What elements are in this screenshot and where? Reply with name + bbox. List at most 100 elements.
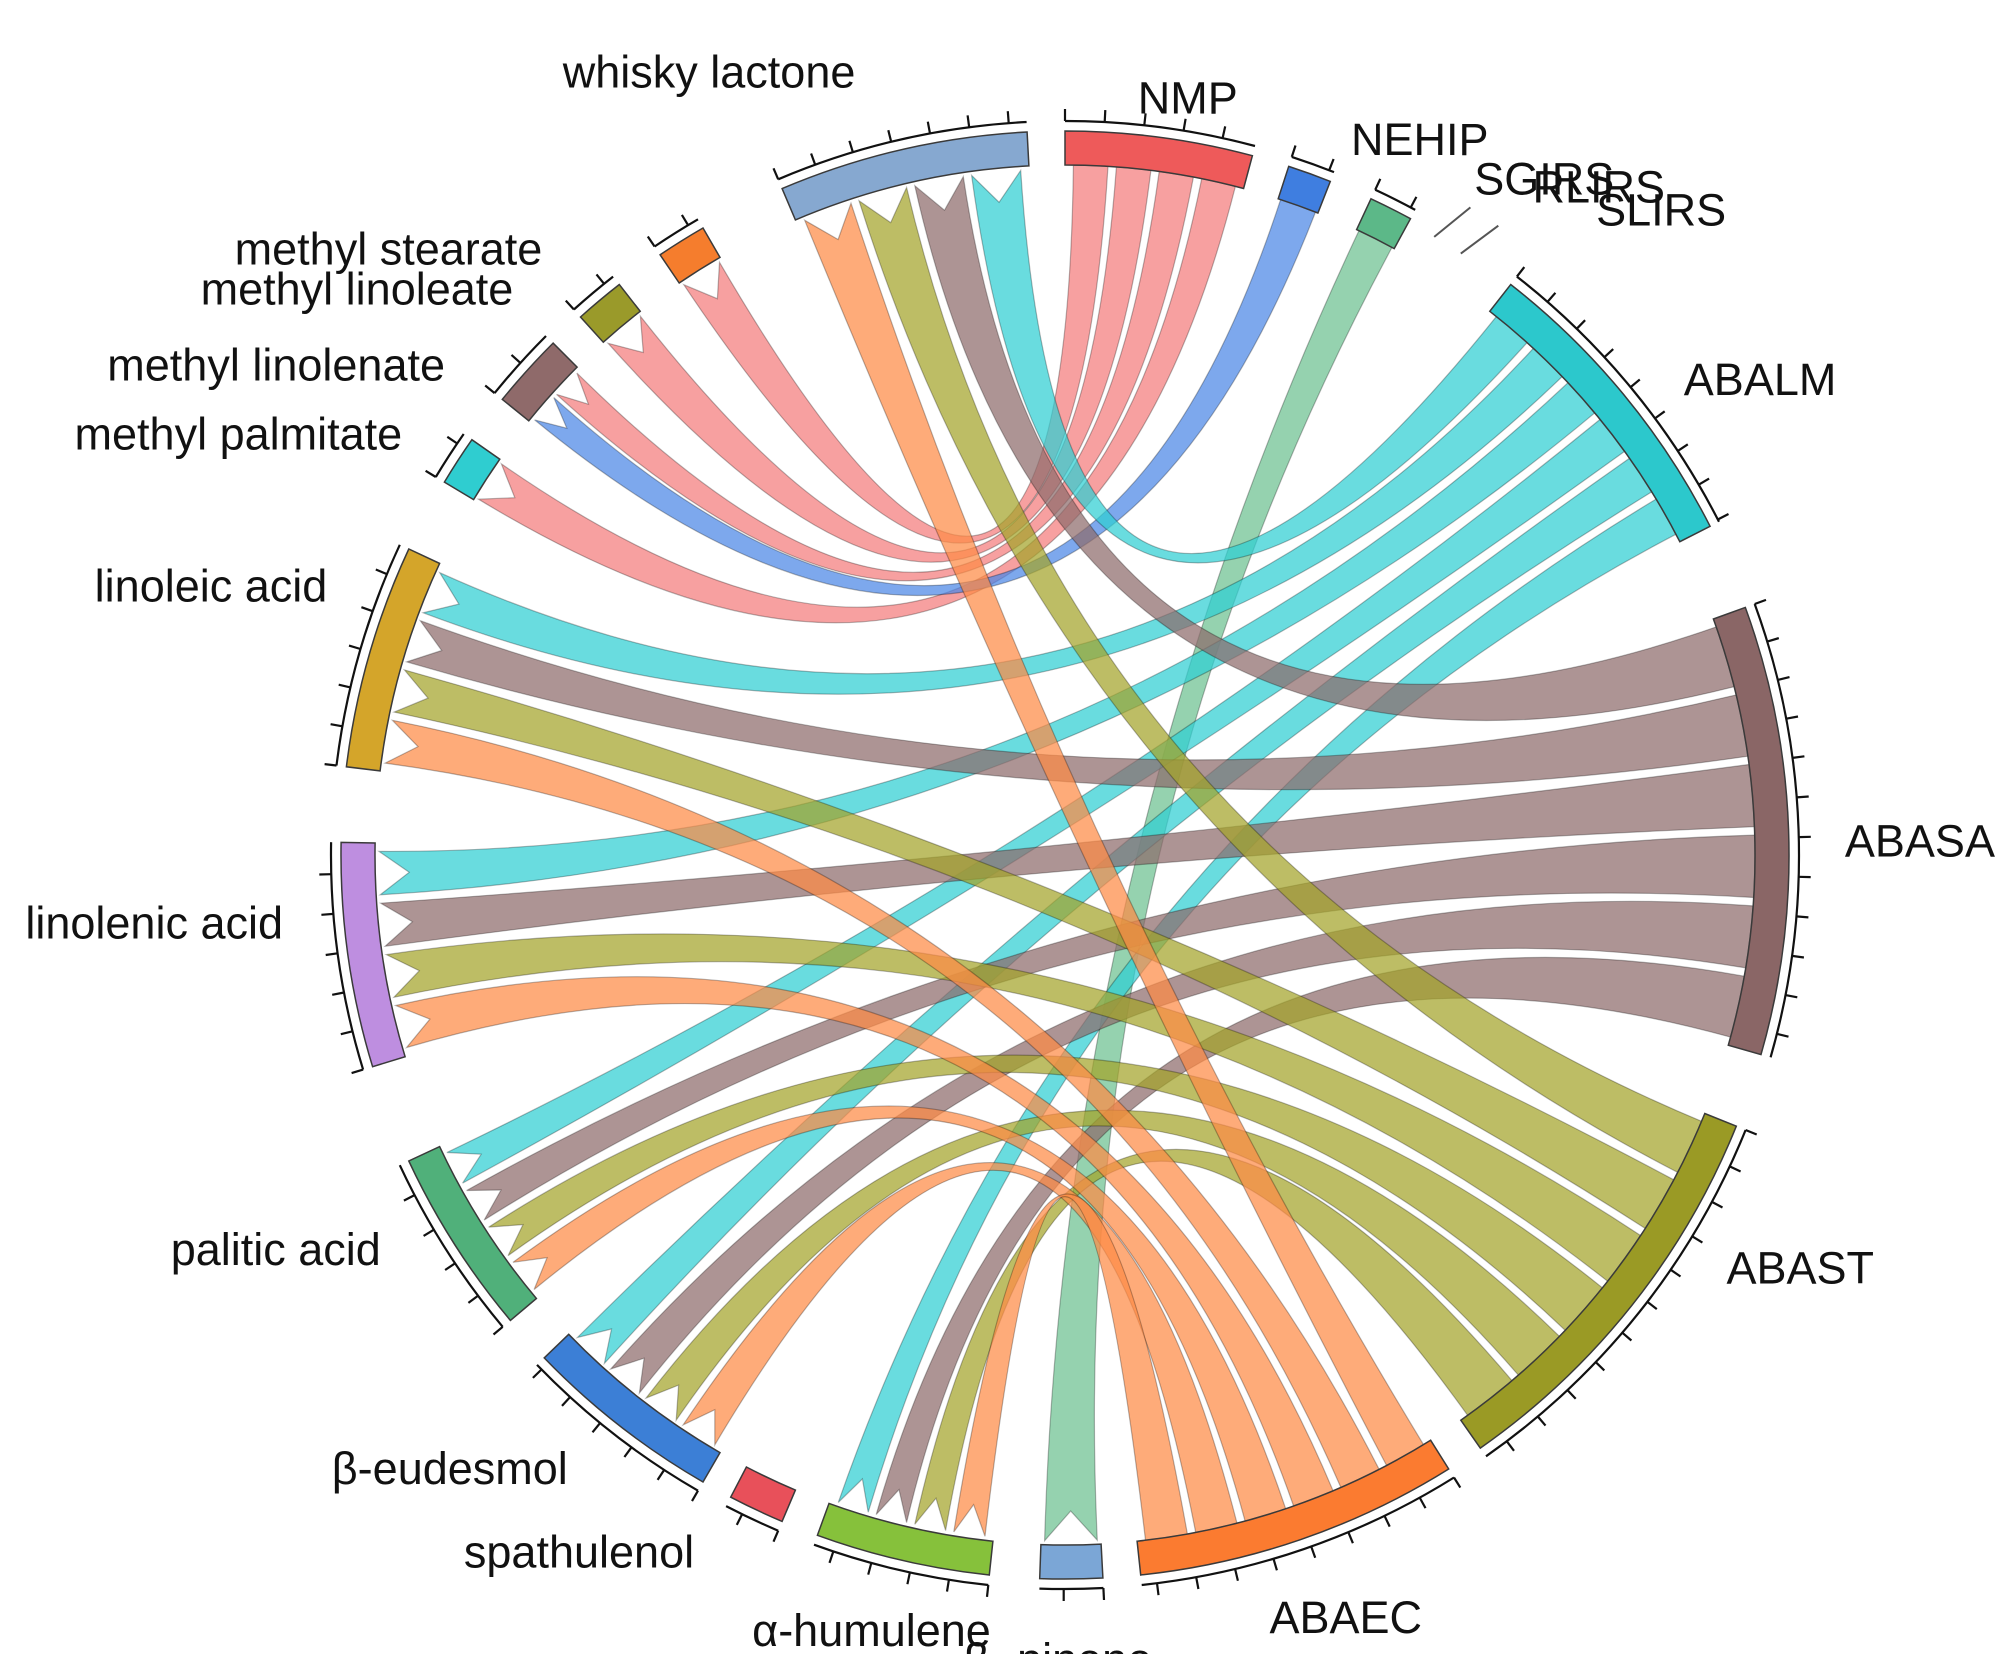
label-linolenic-acid: linolenic acid (25, 897, 283, 948)
label-abast: ABAST (1727, 1242, 1875, 1293)
ribbon-nmp-methyl-stearate (682, 164, 1109, 544)
label-beta-eudesmol: β-eudesmol (332, 1443, 568, 1494)
tick-whisky-lactone (887, 129, 893, 143)
ribbon-abast-linoleic-acid (392, 668, 1675, 1230)
tick-track-methyl-linoleate (573, 275, 614, 311)
tick-sgirs (1374, 178, 1382, 191)
ribbon-abasa-whisky-lactone (913, 174, 1735, 722)
arc-nehip (1277, 165, 1332, 214)
arc-abast (1459, 1112, 1738, 1450)
ribbon-abalm-whisky-lactone (970, 168, 1528, 564)
tick-nehip (1328, 158, 1335, 171)
ribbon-abast-beta-eudesmol (644, 1109, 1561, 1423)
label-methyl-stearate: methyl stearate (235, 223, 543, 274)
arc-spathulenol (729, 1465, 797, 1523)
ribbon-abaec-palitic-acid (512, 1105, 1287, 1522)
tick-track-beta-pinene (1039, 1586, 1104, 1591)
tick-abaec (1347, 1531, 1354, 1544)
tick-linolenic-acid (331, 991, 345, 996)
tick-track-methyl-linolenate (493, 335, 547, 394)
tick-methyl-linolenate (510, 354, 522, 364)
tick-whisky-lactone (1006, 111, 1010, 124)
tick-track-nmp (1064, 119, 1256, 148)
tick-track-abalm (1516, 275, 1720, 523)
arc-linolenic-acid (340, 841, 407, 1068)
tick-whisky-lactone (966, 115, 971, 128)
label-palitic-acid: palitic acid (171, 1224, 381, 1275)
ribbon-abalm-beta-eudesmol (575, 457, 1653, 1366)
tick-abaec (1383, 1515, 1391, 1528)
tick-beta-eudesmol (561, 1396, 571, 1407)
label-abasa: ABASA (1845, 815, 1995, 866)
tick-abalm (1654, 410, 1666, 420)
ribbon-abalm-palitic-acid (446, 418, 1626, 1184)
tick-beta-eudesmol (691, 1490, 699, 1502)
tick-beta-eudesmol (656, 1469, 666, 1481)
label-spathulenol: spathulenol (464, 1527, 694, 1578)
arc-beta-pinene (1038, 1543, 1104, 1580)
arc-abalm (1488, 283, 1712, 543)
arc-methyl-palmitate (443, 438, 501, 501)
tick-abasa (1785, 994, 1798, 999)
tick-track-whisky-lactone (777, 120, 1027, 181)
arc-methyl-linolenate (501, 342, 579, 422)
label-linoleic-acid: linoleic acid (95, 561, 328, 612)
ribbon-sgirs-beta-pinene (1043, 229, 1393, 1543)
chord-ribbons (377, 164, 1756, 1543)
ribbon-abalm-alpha-humulene (837, 498, 1677, 1513)
tick-methyl-linolenate (484, 384, 496, 394)
label-nehip: NEHIP (1351, 114, 1489, 165)
tick-palitic-acid (403, 1194, 416, 1202)
tick-whisky-lactone (772, 167, 780, 180)
tick-nehip (1290, 145, 1297, 158)
label-beta-pinene: β- pinene (964, 1634, 1153, 1654)
tick-alpha-humulene (906, 1572, 911, 1585)
tick-abaec (1155, 1583, 1160, 1596)
tick-abast (1745, 1128, 1758, 1136)
tick-abalm (1677, 443, 1689, 452)
tick-beta-pinene (1102, 1587, 1106, 1601)
ribbon-abaec-alpha-humulene (953, 1193, 1189, 1541)
arc-alpha-humulene (816, 1502, 994, 1576)
tick-abast (1505, 1440, 1515, 1452)
tick-track-linoleic-acid (335, 544, 401, 766)
ribbon-abalm-linolenic-acid (377, 381, 1596, 896)
tick-abasa (1796, 795, 1809, 799)
tick-abasa (1796, 915, 1809, 919)
tick-methyl-linoleate (595, 273, 605, 285)
ribbon-abasa-beta-eudesmol (608, 900, 1754, 1396)
tick-palitic-acid (444, 1262, 456, 1271)
tick-abalm (1603, 348, 1614, 359)
ribbon-abast-whisky-lactone (857, 185, 1703, 1174)
label-methyl-linolenate: methyl linolenate (107, 339, 445, 390)
tick-whisky-lactone (926, 121, 932, 134)
chord-ticks (319, 109, 1811, 1601)
chord-group-labels: NMPNEHIPSGIRSRLIRSSLIRSABALMABASAABASTAB… (25, 47, 1995, 1654)
arc-whisky-lactone (781, 131, 1030, 221)
tick-methyl-stearate (646, 235, 656, 248)
tick-palitic-acid (492, 1325, 504, 1336)
tick-abalm (1698, 477, 1710, 486)
tick-linoleic-acid (330, 723, 343, 728)
tick-methyl-stearate (680, 214, 690, 226)
ribbon-nmp-methyl-linolenate (556, 170, 1195, 582)
tick-abast (1729, 1165, 1742, 1173)
tick-abalm (1546, 292, 1557, 303)
tick-nmp (1143, 113, 1147, 126)
tick-beta-eudesmol (623, 1446, 633, 1458)
arc-beta-eudesmol (543, 1333, 722, 1484)
tick-track-abast (1485, 1129, 1747, 1458)
arc-methyl-stearate (659, 226, 722, 285)
label-abaec: ABAEC (1270, 1592, 1423, 1643)
chord-group-arcs (340, 130, 1790, 1580)
label-rlirs: RLIRS (1533, 161, 1666, 212)
tick-spathulenol (772, 1530, 780, 1543)
tick-whisky-lactone (848, 140, 854, 153)
tick-abaec (1418, 1497, 1427, 1509)
label-abalm: ABALM (1684, 354, 1837, 405)
tick-abalm (1575, 319, 1586, 330)
tick-linoleic-acid (338, 683, 351, 689)
tick-abast (1646, 1300, 1658, 1310)
tick-abaec (1272, 1558, 1278, 1571)
arc-rlirs (1433, 206, 1472, 238)
